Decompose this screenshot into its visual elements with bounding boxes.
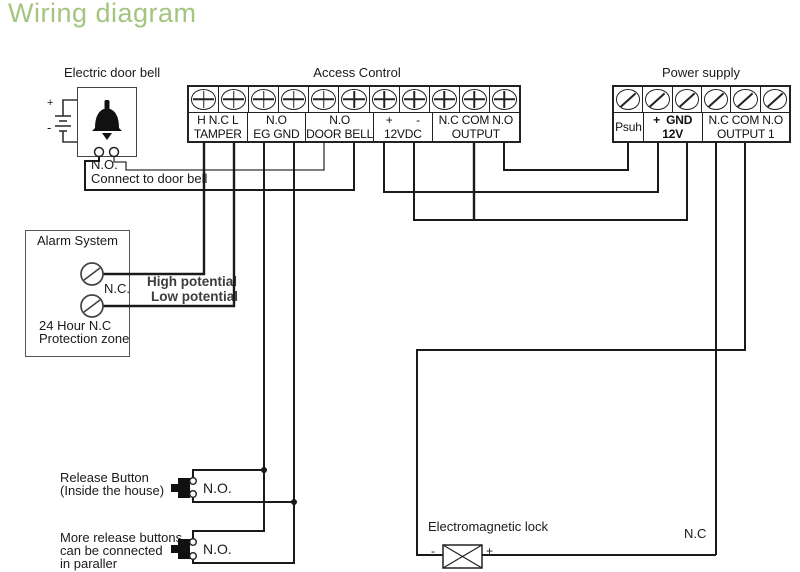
screw-terminal-icon	[281, 89, 307, 110]
group-label: N.C COM N.O	[438, 112, 514, 127]
group-eg-gnd: N.O EG GND	[248, 112, 307, 141]
screw-terminal-icon	[645, 89, 670, 110]
group-output-1: N.C COM N.O OUTPUT 1	[703, 113, 790, 141]
power-supply-block: Psuh + GND 12V N.C COM N.O OUTPUT 1	[612, 85, 791, 143]
door-bell-box	[77, 87, 137, 157]
release-button2-no-label: N.O.	[203, 541, 232, 557]
screw-terminal-icon	[491, 89, 518, 110]
screw-terminal-icon	[341, 89, 367, 110]
group-label: 12VDC	[383, 126, 422, 141]
group-12v: + GND 12V	[644, 112, 703, 141]
group-psuh: Psuh	[614, 112, 644, 141]
group-label: OUTPUT 1	[716, 126, 775, 141]
page-title: Wiring diagram	[8, 0, 197, 28]
terminal-cell	[279, 87, 310, 112]
group-label: + GND	[653, 112, 693, 127]
lock-plus-label: +	[486, 544, 494, 558]
screw-terminal-icon	[616, 89, 641, 110]
plus-label: +	[385, 112, 393, 127]
terminal-cell	[731, 87, 761, 112]
terminal-cell	[614, 87, 644, 112]
release-button1-icon	[171, 477, 197, 499]
terminal-cell	[430, 87, 460, 112]
terminal-cell	[460, 87, 490, 112]
group-label: 12V	[662, 126, 684, 141]
terminal-cell	[490, 87, 519, 112]
group-label: N.C COM N.O	[708, 112, 784, 127]
screw-terminal-icon	[311, 89, 337, 110]
terminal-cell	[309, 87, 340, 112]
battery-minus-label: -	[47, 120, 52, 135]
polarity-row: + -	[374, 113, 432, 127]
access-label-row: H N.C L TAMPER N.O EG GND N.O DOOR BELL …	[189, 111, 519, 141]
terminal-cell	[370, 87, 400, 112]
access-control-title: Access Control	[313, 65, 401, 80]
alarm-zone-line2: Protection zone	[39, 331, 130, 346]
release-button1-no-label: N.O.	[203, 480, 232, 496]
alarm-zone-line1: 24 Hour N.C	[39, 318, 112, 333]
group-label: H N.C L	[197, 112, 239, 127]
power-label-row: Psuh + GND 12V N.C COM N.O OUTPUT 1	[614, 111, 790, 141]
power-link-wires	[383, 143, 688, 221]
minus-label: -	[416, 112, 420, 127]
terminal-cell	[673, 87, 702, 112]
terminal-cell	[249, 87, 280, 112]
alarm-nc-label: N.C.	[104, 281, 130, 296]
screw-terminal-icon	[762, 89, 787, 110]
terminal-cell	[702, 87, 732, 112]
group-label: EG GND	[253, 126, 300, 141]
screw-terminal-icon	[221, 89, 247, 110]
group-output: N.C COM N.O OUTPUT	[433, 113, 519, 141]
terminal-cell	[643, 87, 673, 112]
access-control-block: H N.C L TAMPER N.O EG GND N.O DOOR BELL …	[187, 85, 521, 143]
door-bell-label: Electric door bell	[64, 65, 161, 80]
group-label: DOOR BELL	[306, 126, 374, 141]
release-button-wires	[192, 143, 297, 564]
release-button-line1: Release Button	[60, 470, 149, 485]
power-screw-row	[614, 87, 789, 112]
group-door-bell: N.O DOOR BELL	[306, 112, 375, 141]
terminal-cell	[339, 87, 370, 112]
screw-terminal-icon	[371, 89, 397, 110]
group-label: OUTPUT	[451, 126, 500, 141]
screw-terminal-icon	[461, 89, 487, 110]
connect-to-door-bell-label: Connect to door bell	[91, 171, 208, 186]
lock-circuit-wires	[416, 143, 746, 556]
screw-terminal-icon	[251, 89, 277, 110]
group-label: N.O	[329, 112, 350, 127]
battery-icon	[55, 99, 77, 143]
screw-terminal-icon	[733, 89, 758, 110]
terminal-cell	[400, 87, 430, 112]
more-buttons-line3: in paraller	[60, 556, 118, 571]
access-screw-row	[189, 87, 519, 112]
group-12vdc: + - 12VDC	[374, 112, 433, 141]
terminal-cell	[219, 87, 250, 112]
group-tamper: H N.C L TAMPER	[189, 112, 248, 141]
terminal-cell	[189, 87, 220, 112]
lock-nc-label: N.C	[684, 526, 707, 541]
group-label: Psuh	[615, 119, 642, 134]
release-button-line2: (Inside the house)	[60, 483, 165, 498]
more-buttons-line2: can be connected	[60, 543, 163, 558]
screw-terminal-icon	[674, 89, 699, 110]
terminal-cell	[761, 87, 789, 112]
lock-minus-label: -	[431, 544, 435, 558]
screw-terminal-icon	[703, 89, 729, 110]
more-buttons-line1: More release buttons	[60, 530, 183, 545]
high-potential-label: High potential	[147, 274, 237, 289]
screw-terminal-icon	[431, 89, 457, 110]
power-supply-title: Power supply	[661, 65, 741, 80]
battery-plus-label: +	[47, 97, 54, 109]
lock-label: Electromagnetic lock	[428, 519, 548, 534]
alarm-system-title: Alarm System	[37, 233, 118, 248]
group-label: TAMPER	[193, 126, 242, 141]
screw-terminal-icon	[191, 89, 217, 110]
screw-terminal-icon	[401, 89, 427, 110]
electromagnetic-lock-icon	[442, 544, 483, 569]
group-label: N.O	[266, 112, 287, 127]
low-potential-label: Low potential	[151, 289, 238, 304]
